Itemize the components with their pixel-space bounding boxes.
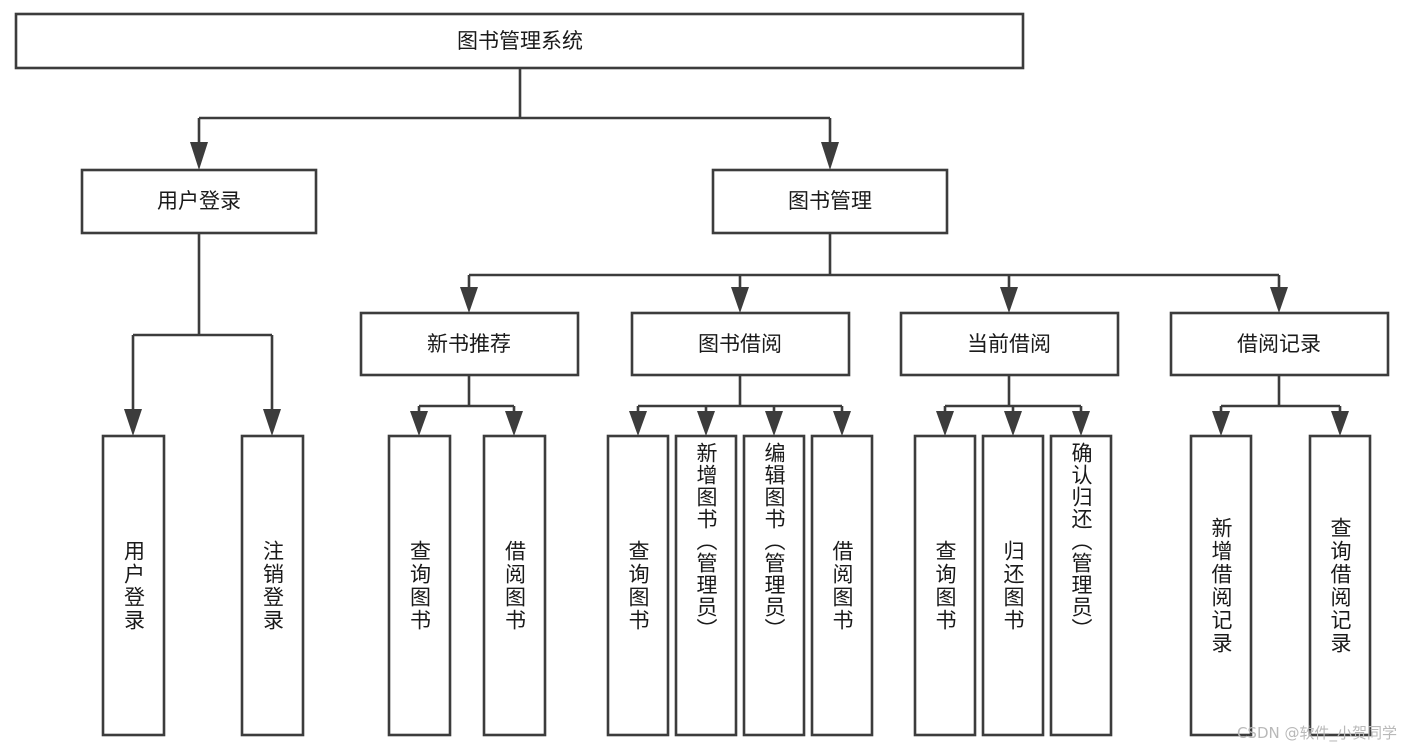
leaf-nb-borrow-book-label: 借阅图书 <box>502 539 527 632</box>
node-current-borrow-label: 当前借阅 <box>967 332 1051 356</box>
leaf-br-add-record-label: 新增借阅记录 <box>1209 516 1233 655</box>
node-root-label: 图书管理系统 <box>457 29 583 53</box>
node-new-book-recommend-label: 新书推荐 <box>427 332 511 356</box>
leaf-cb-query-book-box[interactable] <box>913 434 977 737</box>
node-root[interactable]: 图书管理系统 <box>14 12 1025 70</box>
node-borrow-record-box[interactable] <box>1169 311 1390 377</box>
leaf-br-query-record-label: 查询借阅记录 <box>1328 516 1352 655</box>
leaf-node[interactable] <box>101 434 166 737</box>
node-book-borrow-box[interactable] <box>630 311 851 377</box>
node-book-borrow-label: 图书借阅 <box>698 332 782 356</box>
node-book-management-box[interactable] <box>711 168 949 235</box>
arrowhead-bb-3 <box>765 411 783 436</box>
arrowhead-br-2 <box>1331 411 1349 436</box>
leaf-cb-return-book-box[interactable] <box>981 434 1045 737</box>
leaf-node[interactable] <box>1189 434 1253 737</box>
leaf-bb-edit-book-box[interactable] <box>742 434 806 737</box>
arrowhead-l3-2 <box>731 287 749 313</box>
leaf-node[interactable] <box>810 434 874 737</box>
leaf-bb-edit-book-label: 编辑图书（管理员） <box>762 442 786 640</box>
arrowhead-nb-1 <box>410 411 428 436</box>
leaf-logout-box[interactable] <box>240 434 305 737</box>
leaf-node[interactable] <box>606 434 670 737</box>
leaf-node[interactable] <box>1049 434 1113 737</box>
leaf-bb-add-book-label: 新增图书（管理员） <box>694 442 718 640</box>
leaf-node[interactable] <box>913 434 977 737</box>
arrowhead-nb-2 <box>505 411 523 436</box>
arrowhead-cb-2 <box>1004 411 1022 436</box>
node-current-borrow[interactable]: 当前借阅 <box>899 311 1120 377</box>
leaf-bb-add-book-box[interactable] <box>674 434 738 737</box>
arrowhead-cb-1 <box>936 411 954 436</box>
leaf-nb-query-book-box[interactable] <box>387 434 452 737</box>
node-book-borrow[interactable]: 图书借阅 <box>630 311 851 377</box>
node-user-login-box[interactable] <box>80 168 318 235</box>
leaf-nb-query-book-label: 查询图书 <box>407 539 432 632</box>
leaf-user-login-box[interactable] <box>101 434 166 737</box>
arrowhead-user-login <box>190 142 208 170</box>
arrowhead-cb-3 <box>1072 411 1090 436</box>
leaf-br-query-record-box[interactable] <box>1308 434 1372 737</box>
node-borrow-record-label: 借阅记录 <box>1237 332 1321 356</box>
node-new-book-recommend[interactable]: 新书推荐 <box>359 311 580 377</box>
connector-layer <box>124 68 1349 436</box>
arrowhead-bb-2 <box>697 411 715 436</box>
leaf-cb-query-book-label: 查询图书 <box>933 539 957 632</box>
node-root-box[interactable] <box>14 12 1025 70</box>
leaf-node[interactable] <box>1308 434 1372 737</box>
leaf-logout-label: 注销登录 <box>260 539 285 632</box>
leaf-bb-query-book-box[interactable] <box>606 434 670 737</box>
leaf-node[interactable] <box>387 434 452 737</box>
arrowhead-ul-2 <box>263 409 281 436</box>
leaf-cb-return-book-label: 归还图书 <box>1001 539 1025 632</box>
leaf-node[interactable] <box>482 434 547 737</box>
node-book-management-label: 图书管理 <box>788 189 872 213</box>
node-borrow-record[interactable]: 借阅记录 <box>1169 311 1390 377</box>
node-user-login[interactable]: 用户登录 <box>80 168 318 235</box>
node-new-book-recommend-box[interactable] <box>359 311 580 377</box>
leaf-cb-confirm-return-box[interactable] <box>1049 434 1113 737</box>
arrowhead-br-1 <box>1212 411 1230 436</box>
leaf-bb-query-book-label: 查询图书 <box>626 539 650 632</box>
arrowhead-bb-4 <box>833 411 851 436</box>
leaf-bb-borrow-book-box[interactable] <box>810 434 874 737</box>
leaf-nb-borrow-book-box[interactable] <box>482 434 547 737</box>
leaf-node[interactable] <box>981 434 1045 737</box>
leaf-cb-confirm-return-label: 确认归还（管理员） <box>1069 442 1093 640</box>
arrowhead-l3-1 <box>460 287 478 313</box>
leaf-user-login-label: 用户登录 <box>121 539 146 632</box>
leaf-br-add-record-box[interactable] <box>1189 434 1253 737</box>
node-user-login-label: 用户登录 <box>157 189 241 213</box>
leaf-bb-borrow-book-label: 借阅图书 <box>830 539 854 632</box>
node-current-borrow-box[interactable] <box>899 311 1120 377</box>
leaf-node[interactable] <box>674 434 738 737</box>
node-book-management[interactable]: 图书管理 <box>711 168 949 235</box>
arrowhead-l3-4 <box>1270 287 1288 313</box>
leaf-node[interactable] <box>240 434 305 737</box>
arrowhead-l3-3 <box>1000 287 1018 313</box>
arrowhead-ul-1 <box>124 409 142 436</box>
arrowhead-bb-1 <box>629 411 647 436</box>
arrowhead-book-mgmt <box>821 142 839 170</box>
leaf-node[interactable] <box>742 434 806 737</box>
